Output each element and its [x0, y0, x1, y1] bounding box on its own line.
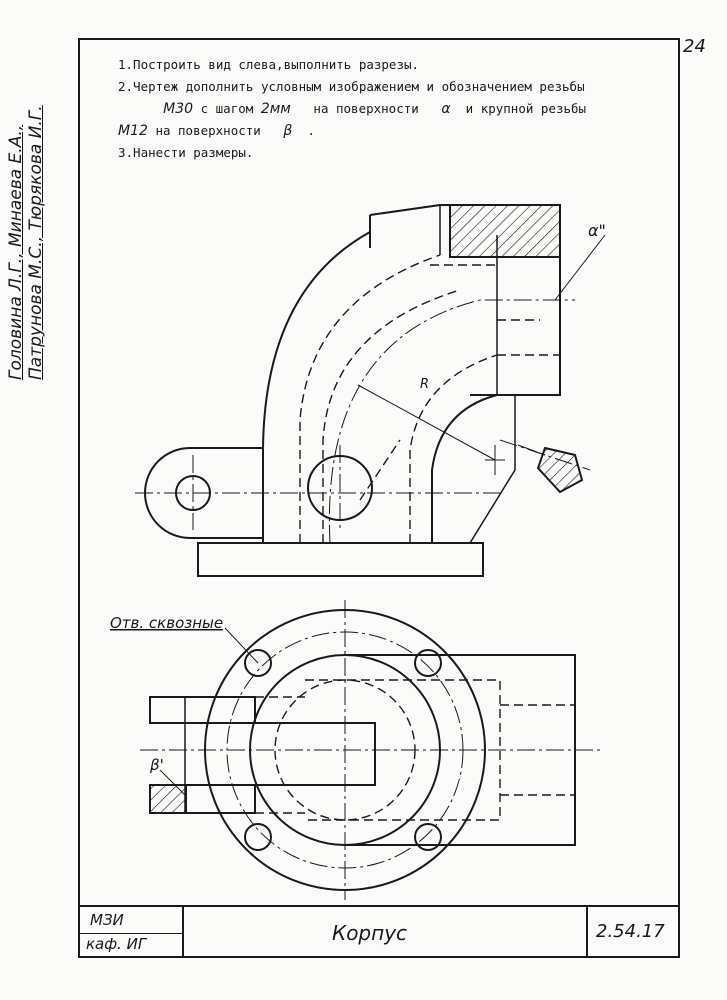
task-item-2: 2.Чертеж дополнить условным изображением… — [118, 79, 585, 94]
page-number: 24 — [683, 36, 706, 57]
org-line-2: каф. ИГ — [86, 935, 147, 953]
label-alpha: α" — [588, 221, 606, 240]
task-item-1: 1.Построить вид слева,выполнить разрезы. — [118, 57, 420, 72]
task-item-2-end: М12 на поверхности β . — [118, 120, 658, 142]
task-text: 1.Построить вид слева,выполнить разрезы.… — [118, 54, 658, 164]
title-block-code: 2.54.17 — [586, 907, 680, 958]
task-item-3: 3.Нанести размеры. — [118, 145, 254, 160]
surface-text-2: на поверхности — [155, 123, 261, 138]
drawing-code: 2.54.17 — [596, 921, 665, 942]
title-block-name: Корпус — [182, 907, 588, 958]
top-center-lines — [140, 600, 600, 900]
label-radius: R — [420, 377, 429, 392]
bolt-hole-2 — [414, 649, 442, 677]
radius-dimension — [357, 384, 546, 475]
title-block-org: МЗИ каф. ИГ — [78, 907, 184, 958]
beta-symbol: β — [283, 123, 293, 139]
alpha-symbol: α — [441, 101, 451, 117]
drawing-frame — [78, 38, 680, 958]
threaded-boss — [536, 446, 584, 494]
bolt-hole-4 — [414, 823, 442, 851]
front-hidden-lines — [299, 254, 560, 543]
pitch-value: 2мм — [260, 101, 291, 117]
section-hatch — [449, 204, 561, 258]
bolt-hole-1 — [244, 649, 272, 677]
surface-text: на поверхности — [313, 101, 419, 116]
thread-m30: М30 — [163, 101, 194, 117]
with-pitch-text: с шагом — [200, 101, 254, 116]
label-beta: β' — [149, 756, 164, 774]
coarse-thread-text: и крупной резьбы — [465, 101, 587, 116]
period: . — [307, 123, 315, 138]
lug-top — [149, 696, 256, 724]
label-through-holes: Отв. сквозные — [110, 614, 223, 632]
task-item-2-cont: М30 с шагом 2мм на поверхности α и крупн… — [118, 98, 658, 120]
bolt-hole-3 — [244, 823, 272, 851]
front-center-lines — [135, 299, 591, 544]
elbow-outer-arc — [262, 231, 371, 543]
title-block: МЗИ каф. ИГ Корпус 2.54.17 — [78, 905, 680, 958]
base-plate — [197, 542, 484, 577]
org-line-1: МЗИ — [90, 911, 124, 929]
part-name: Корпус — [332, 921, 408, 945]
front-view — [144, 204, 584, 577]
thread-m12: М12 — [118, 123, 148, 139]
